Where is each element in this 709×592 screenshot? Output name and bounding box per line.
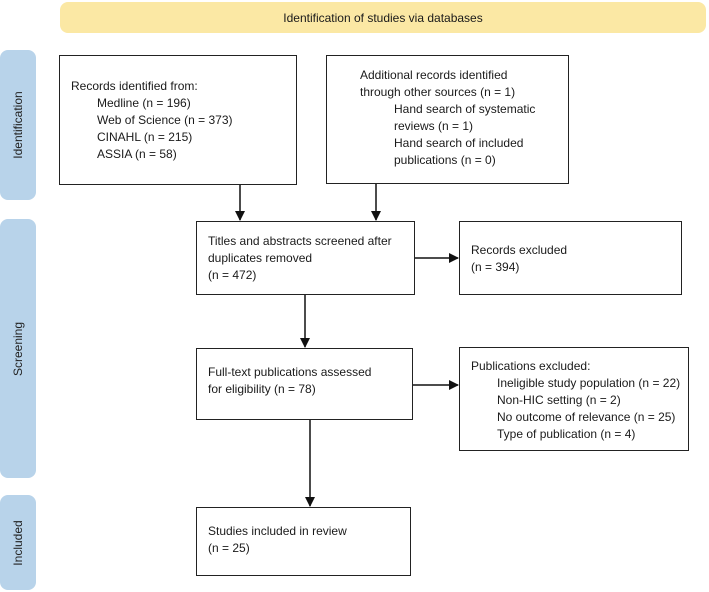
included-line-2: (n = 25) <box>208 541 250 555</box>
publications-excluded-item-type: Type of publication (n = 4) <box>497 427 636 441</box>
publications-excluded-item-setting: Non-HIC setting (n = 2) <box>497 393 621 407</box>
records-heading: Records identified from: <box>71 79 198 93</box>
additional-records-box: Additional records identified through ot… <box>326 55 569 184</box>
additional-item-included-2: publications (n = 0) <box>394 153 496 167</box>
records-item-cinahl: CINAHL (n = 215) <box>97 130 193 144</box>
phase-identification: Identification <box>0 50 36 200</box>
records-excluded-line-2: (n = 394) <box>471 260 520 274</box>
screened-line-2: duplicates removed <box>208 251 313 265</box>
screened-line-3: (n = 472) <box>208 268 257 282</box>
records-excluded-line-1: Records excluded <box>471 243 568 257</box>
additional-item-systematic-1: Hand search of systematic <box>394 102 536 116</box>
additional-line-2: through other sources (n = 1) <box>360 85 516 99</box>
records-excluded-box: Records excluded (n = 394) <box>459 221 682 295</box>
fulltext-line-1: Full-text publications assessed <box>208 365 372 379</box>
publications-excluded-heading: Publications excluded: <box>471 359 591 373</box>
fulltext-line-2: for eligibility (n = 78) <box>208 382 316 396</box>
screened-box: Titles and abstracts screened after dupl… <box>196 221 415 295</box>
included-line-1: Studies included in review <box>208 524 347 538</box>
records-item-assia: ASSIA (n = 58) <box>97 147 177 161</box>
records-identified-box: Records identified from: Medline (n = 19… <box>59 55 297 185</box>
records-item-web-of-science: Web of Science (n = 373) <box>97 113 233 127</box>
header-banner: Identification of studies via databases <box>60 2 706 33</box>
records-item-medline: Medline (n = 196) <box>97 96 191 110</box>
header-title: Identification of studies via databases <box>283 10 483 25</box>
phase-included: Included <box>0 495 36 590</box>
publications-excluded-item-population: Ineligible study population (n = 22) <box>497 376 681 390</box>
screened-line-1: Titles and abstracts screened after <box>208 234 392 248</box>
publications-excluded-item-outcome: No outcome of relevance (n = 25) <box>497 410 676 424</box>
included-box: Studies included in review (n = 25) <box>196 507 411 576</box>
publications-excluded-box: Publications excluded: Ineligible study … <box>459 347 689 451</box>
additional-item-included-1: Hand search of included <box>394 136 524 150</box>
fulltext-box: Full-text publications assessed for elig… <box>196 348 413 420</box>
phase-screening: Screening <box>0 219 36 478</box>
additional-item-systematic-2: reviews (n = 1) <box>394 119 474 133</box>
additional-line-1: Additional records identified <box>360 68 508 82</box>
